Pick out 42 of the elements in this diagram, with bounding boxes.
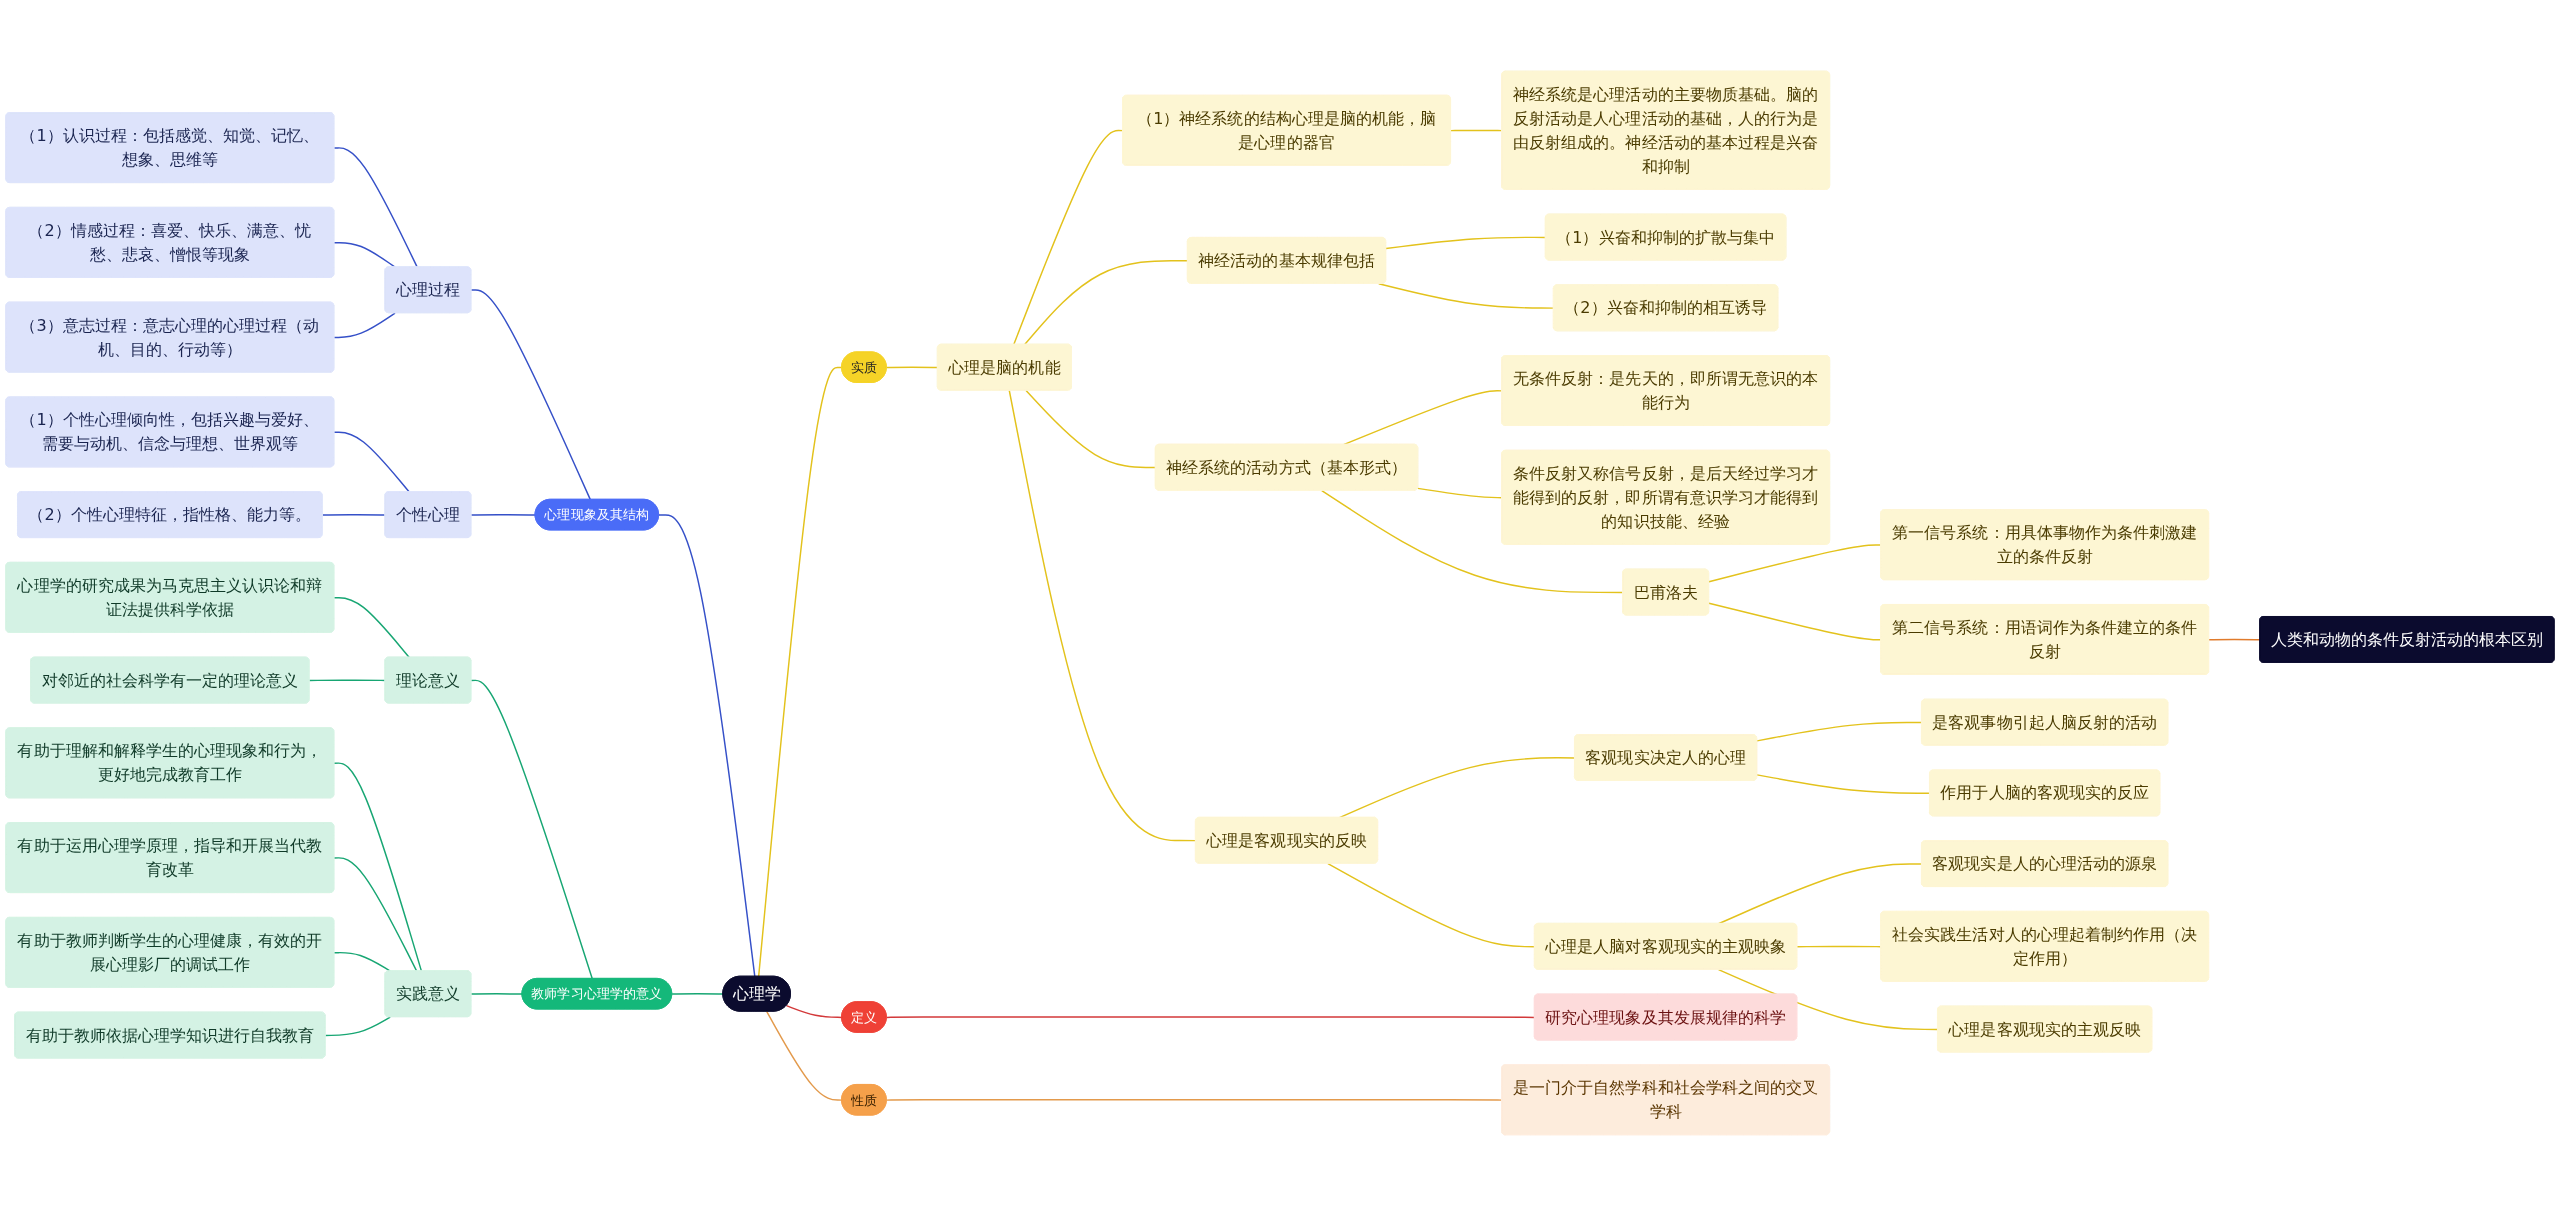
connector xyxy=(1417,487,1503,499)
connector xyxy=(1338,757,1576,819)
connector xyxy=(333,762,423,972)
connector xyxy=(470,514,537,516)
connector xyxy=(333,431,410,493)
connector xyxy=(333,241,396,268)
connector xyxy=(333,857,418,972)
connector xyxy=(470,679,593,980)
connector xyxy=(766,1010,843,1101)
connector xyxy=(1023,259,1189,346)
connector xyxy=(308,679,386,682)
connector xyxy=(333,596,410,659)
connector xyxy=(1321,489,1624,594)
connector xyxy=(1385,236,1547,250)
connector xyxy=(671,993,724,995)
connector xyxy=(1756,721,1923,742)
connector xyxy=(470,289,592,501)
connector xyxy=(886,366,939,369)
connector xyxy=(1008,389,1197,842)
connector xyxy=(470,993,523,995)
connector xyxy=(886,1016,1536,1019)
connector xyxy=(757,366,843,978)
connector xyxy=(2208,638,2261,641)
connector xyxy=(1327,862,1536,948)
connector xyxy=(324,1016,391,1037)
connector xyxy=(1025,389,1157,469)
connector xyxy=(321,514,386,516)
connector xyxy=(333,147,418,268)
connector xyxy=(658,514,756,978)
connector xyxy=(1756,774,1931,794)
connector xyxy=(1013,129,1124,346)
connector xyxy=(333,312,396,339)
connector xyxy=(886,1099,1503,1101)
connector xyxy=(785,1004,843,1019)
connector xyxy=(1717,968,1939,1031)
connector xyxy=(1708,602,1882,641)
connector xyxy=(1708,544,1882,583)
connector xyxy=(1717,863,1923,925)
connector xyxy=(1450,129,1503,132)
connector xyxy=(1378,283,1555,309)
connector xyxy=(1796,945,1882,948)
connector xyxy=(333,951,391,972)
